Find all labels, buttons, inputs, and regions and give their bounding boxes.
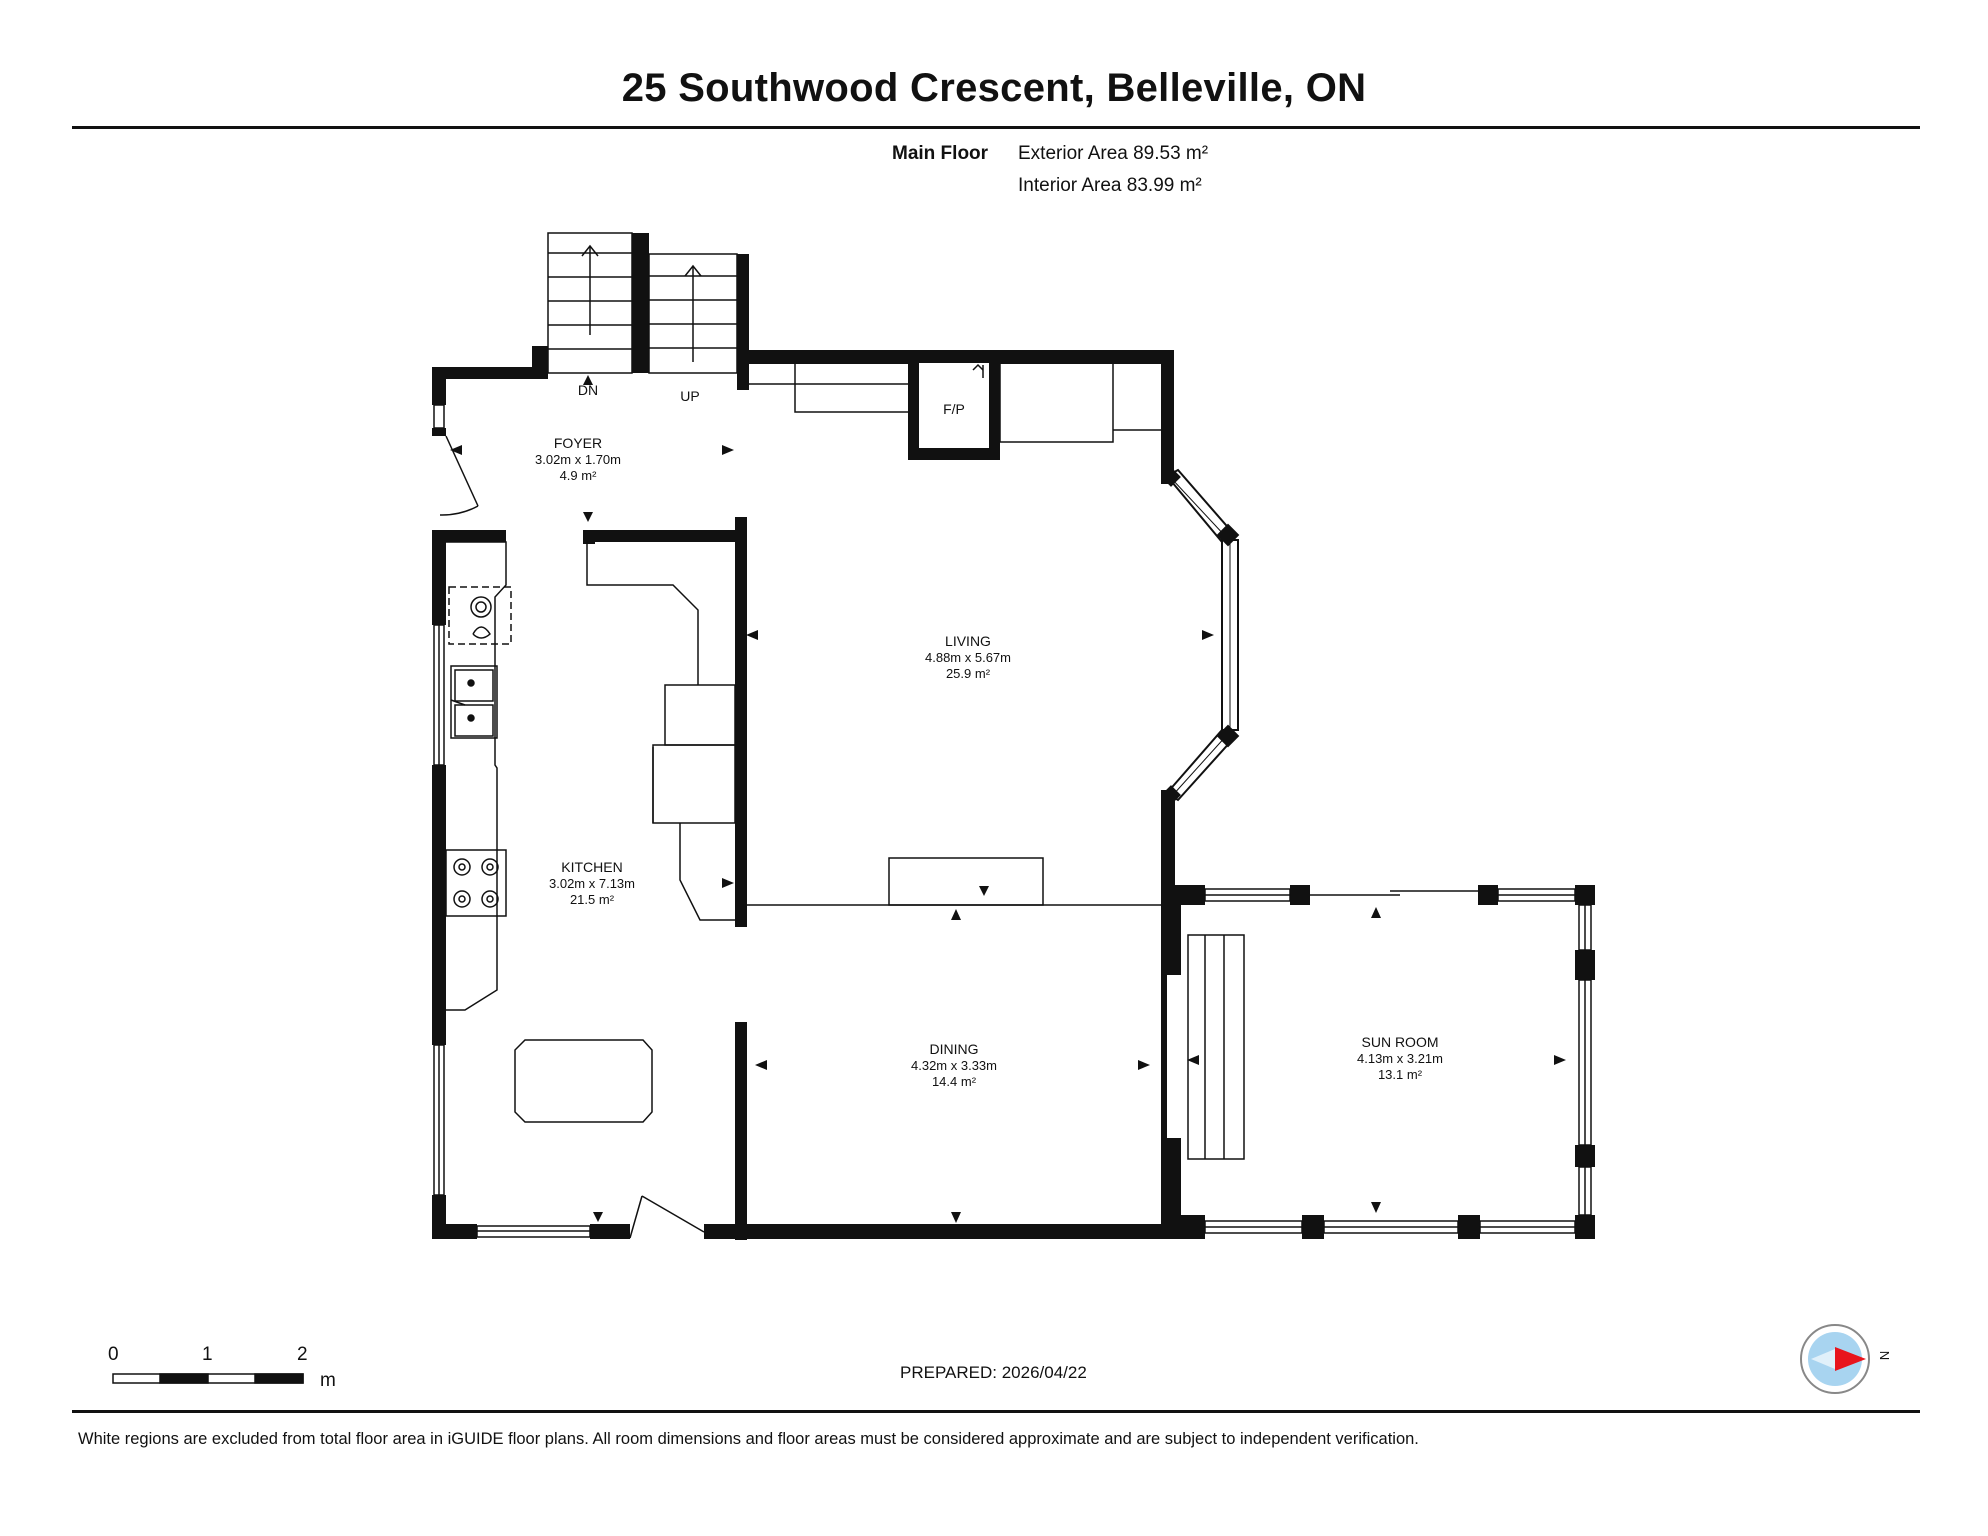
arrows: [450, 375, 1566, 1223]
stairs-down-label: DN: [578, 382, 598, 398]
scale-tick-0: 0: [108, 1344, 119, 1365]
exterior-area: Exterior Area 89.53 m²: [1018, 143, 1209, 164]
stairs-up: [648, 253, 738, 374]
doors: [439, 435, 705, 1239]
fireplace-label: F/P: [943, 401, 965, 417]
room-area-kitchen: 21.5 m²: [570, 892, 615, 907]
scale-bar: [112, 1373, 304, 1384]
windows: [433, 404, 1592, 1238]
disclaimer: White regions are excluded from total fl…: [78, 1430, 1419, 1448]
prepared-date: PREPARED: 2026/04/22: [900, 1363, 1087, 1382]
room-area-sunroom: 13.1 m²: [1378, 1067, 1423, 1082]
stairs-up-label: UP: [680, 388, 699, 404]
room-name-sunroom: SUN ROOM: [1362, 1034, 1439, 1050]
fireplace: [908, 363, 1000, 460]
footer-rule: [72, 1410, 1920, 1413]
bay-window: [1161, 467, 1240, 805]
interior-lines: [586, 364, 1161, 906]
floor-name: Main Floor: [892, 143, 989, 164]
room-area-foyer: 4.9 m²: [560, 468, 598, 483]
room-dims-living: 4.88m x 5.67m: [925, 650, 1011, 665]
compass-north-label: N: [1877, 1350, 1893, 1361]
scale-tick-1: 1: [202, 1344, 213, 1365]
sliding-door: [1310, 890, 1478, 896]
kitchen-sink: [450, 665, 498, 739]
room-name-kitchen: KITCHEN: [561, 859, 622, 875]
stair-side-wall: [737, 254, 749, 390]
stove: [445, 849, 507, 917]
room-area-dining: 14.4 m²: [932, 1074, 977, 1089]
interior-area: Interior Area 83.99 m²: [1018, 175, 1202, 196]
header-rule: [72, 126, 1920, 129]
walls: [432, 346, 1595, 1240]
scale-tick-2: 2: [297, 1344, 308, 1365]
page-title: 25 Southwood Crescent, Belleville, ON: [621, 66, 1367, 110]
room-dims-foyer: 3.02m x 1.70m: [535, 452, 621, 467]
room-area-living: 25.9 m²: [946, 666, 991, 681]
scale-unit: m: [320, 1370, 336, 1391]
room-dims-kitchen: 3.02m x 7.13m: [549, 876, 635, 891]
room-dims-sunroom: 4.13m x 3.21m: [1357, 1051, 1443, 1066]
stairs-down: [547, 232, 633, 374]
stair-divider-wall: [632, 233, 649, 373]
room-name-living: LIVING: [945, 633, 991, 649]
room-name-foyer: FOYER: [554, 435, 602, 451]
room-dims-dining: 4.32m x 3.33m: [911, 1058, 997, 1073]
room-labels: FOYER 3.02m x 1.70m 4.9 m² KITCHEN 3.02m…: [535, 382, 1443, 1089]
compass-icon: [1800, 1324, 1870, 1394]
kitchen-counters: [446, 541, 1245, 1160]
appliance-icon: [470, 596, 492, 639]
room-name-dining: DINING: [930, 1041, 979, 1057]
